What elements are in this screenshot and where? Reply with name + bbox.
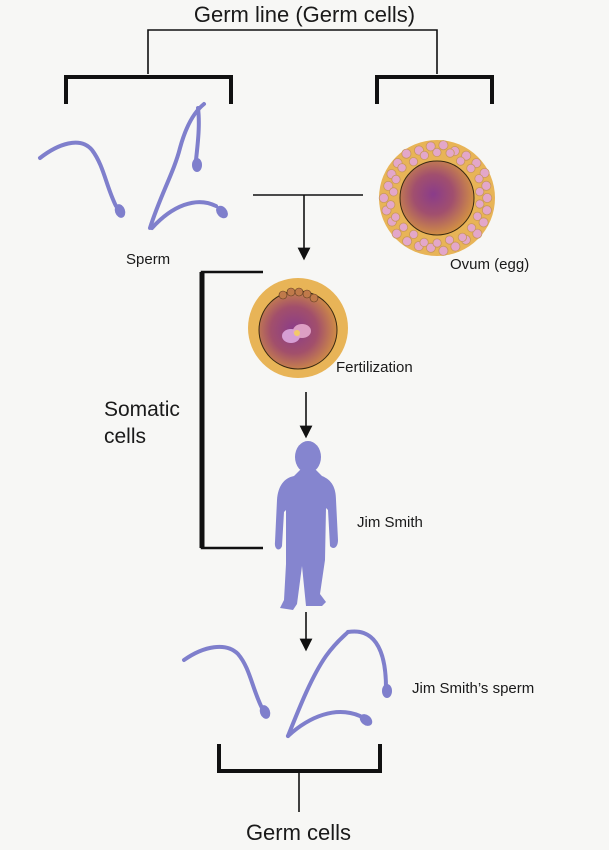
granule-cell <box>466 163 476 173</box>
person-label: Jim Smith <box>357 514 423 531</box>
granule-cell <box>479 167 490 178</box>
granule-cell <box>478 217 489 228</box>
granule-cell <box>475 199 485 209</box>
granule-cell <box>401 148 412 159</box>
granule-cell <box>432 238 442 248</box>
granule-cell <box>383 180 394 191</box>
granule-cell <box>481 205 492 216</box>
granule-cell <box>409 229 419 239</box>
somatic-label-line2: cells <box>104 425 147 448</box>
granule-cell <box>445 148 455 158</box>
granule-cell <box>475 187 485 197</box>
granule-cell <box>391 228 402 239</box>
fertilization-label: Fertilization <box>336 359 413 376</box>
somatic-label-line1: Somatic <box>104 398 180 421</box>
person-sperm-label: Jim Smith’s sperm <box>412 680 535 697</box>
granule-cell <box>402 236 413 247</box>
egg-cell-icon <box>378 140 495 256</box>
granule-cell <box>474 174 484 184</box>
granule-cell <box>391 174 401 184</box>
granule-cell <box>398 222 409 232</box>
ovum-label: Ovum (egg) <box>450 256 530 273</box>
granule-cell <box>425 242 436 253</box>
granule-cell <box>438 245 449 256</box>
granule-cell <box>466 223 477 233</box>
granule-cell <box>425 141 436 152</box>
granule-cell <box>419 150 429 160</box>
granule-cell <box>438 140 449 151</box>
granule-cell <box>472 211 482 221</box>
fertilized-egg-icon <box>248 278 348 378</box>
granule-cell <box>482 192 493 203</box>
granule-cell <box>378 192 389 203</box>
sperm-heads-bottom <box>259 684 392 726</box>
bottom-bracket <box>217 744 382 812</box>
bottom-title: Germ cells <box>245 820 352 845</box>
granule-cell <box>455 156 466 166</box>
top-bracket <box>64 29 494 104</box>
granule-cell <box>450 241 461 252</box>
top-title: Germ line (Germ cells) <box>193 2 416 27</box>
sperm-cells-top <box>38 102 218 230</box>
granule-cell <box>388 187 399 197</box>
sperm-heads-top <box>114 158 228 219</box>
granule-cell <box>408 157 419 167</box>
sperm-label: Sperm <box>126 251 171 268</box>
granule-cell <box>397 163 407 173</box>
fertilization-junction <box>253 194 363 261</box>
person-silhouette-icon <box>274 441 338 610</box>
granule-cell <box>457 232 467 242</box>
granule-cell <box>390 212 401 222</box>
granule-cell <box>386 200 396 210</box>
sperm-cells-bottom <box>182 629 388 738</box>
granule-cell <box>444 235 455 245</box>
granule-cell <box>419 237 429 247</box>
granule-cell <box>432 147 442 157</box>
granule-cell <box>481 180 492 191</box>
granule-cell <box>472 228 483 239</box>
somatic-cells-label: Somatic cells <box>104 396 224 450</box>
